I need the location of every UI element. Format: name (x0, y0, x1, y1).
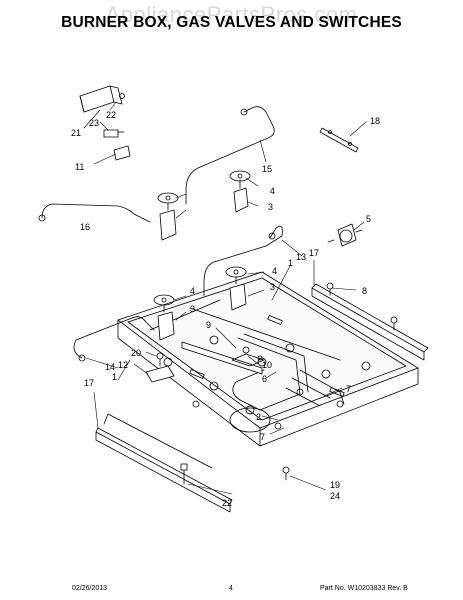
screw-lower (180, 463, 188, 485)
callout-16: 16 (80, 222, 90, 232)
footer-page-number: 4 (229, 585, 233, 592)
callout-8: 8 (362, 286, 367, 296)
callout-23: 23 (89, 118, 99, 128)
callout-2: 2 (256, 412, 261, 422)
callout-24: 24 (330, 491, 340, 501)
callout-3b: 3 (270, 282, 275, 292)
gas-tube-15 (185, 106, 275, 205)
callout-13: 13 (296, 252, 306, 262)
callout-9: 9 (206, 320, 211, 330)
mounting-bracket (145, 352, 175, 383)
gas-valve-left-upper (157, 192, 179, 241)
front-trim-strip (95, 413, 233, 513)
callout-17b: 17 (84, 378, 94, 388)
callout-3c: 3 (190, 304, 195, 314)
gas-tube-16 (38, 203, 151, 223)
callout-5: 5 (366, 214, 371, 224)
bracket-assembly (181, 341, 265, 375)
callout-22b: 22 (222, 498, 232, 508)
callout-4b: 4 (272, 266, 277, 276)
page-title: BURNER BOX, GAS VALVES AND SWITCHES (61, 14, 402, 31)
screws-rear (326, 282, 398, 331)
callout-20: 20 (131, 348, 141, 358)
callout-17a: 17 (309, 248, 319, 258)
callout-4c: 4 (190, 286, 195, 296)
callout-7a: 7 (346, 384, 351, 394)
gas-tube-13 (203, 225, 283, 297)
callout-22a: 22 (106, 110, 116, 120)
callout-1a: 1 (288, 258, 293, 268)
watermark: AppliancePartsPros.com (105, 2, 358, 27)
callout-14: 14 (105, 362, 115, 372)
screw-19 (282, 466, 290, 481)
leader-lines (83, 101, 367, 495)
callout-12: 12 (118, 360, 128, 370)
callout-18: 18 (370, 116, 380, 126)
burner-box (117, 271, 419, 447)
callout-11: 11 (75, 162, 84, 172)
callout-labels: 22 21 23 11 18 15 4 3 16 5 13 4 3 17 1 8… (71, 110, 380, 508)
callout-10: 10 (262, 360, 272, 370)
switch-11 (113, 145, 131, 161)
callout-15: 15 (262, 164, 272, 174)
pressure-regulator (327, 223, 363, 247)
footer-date: 02/26/2013 (72, 585, 108, 592)
spark-module (79, 85, 125, 113)
callout-4a: 4 (270, 186, 275, 196)
callout-1b: 1 (112, 372, 117, 382)
callout-21: 21 (71, 128, 81, 138)
callout-6: 6 (262, 374, 267, 384)
switch-23 (103, 129, 125, 138)
callout-19: 19 (330, 480, 340, 490)
gas-valve-middle (225, 266, 247, 311)
callout-3a: 3 (268, 202, 273, 212)
gas-valve-top (229, 170, 251, 213)
switch-bracket (319, 127, 359, 153)
gas-tube-14 (73, 316, 155, 362)
footer-part-number: Part No. W10203833 Rev. B (320, 585, 408, 592)
burner-tube-assembly (229, 333, 345, 433)
callout-7b: 7 (260, 432, 265, 442)
